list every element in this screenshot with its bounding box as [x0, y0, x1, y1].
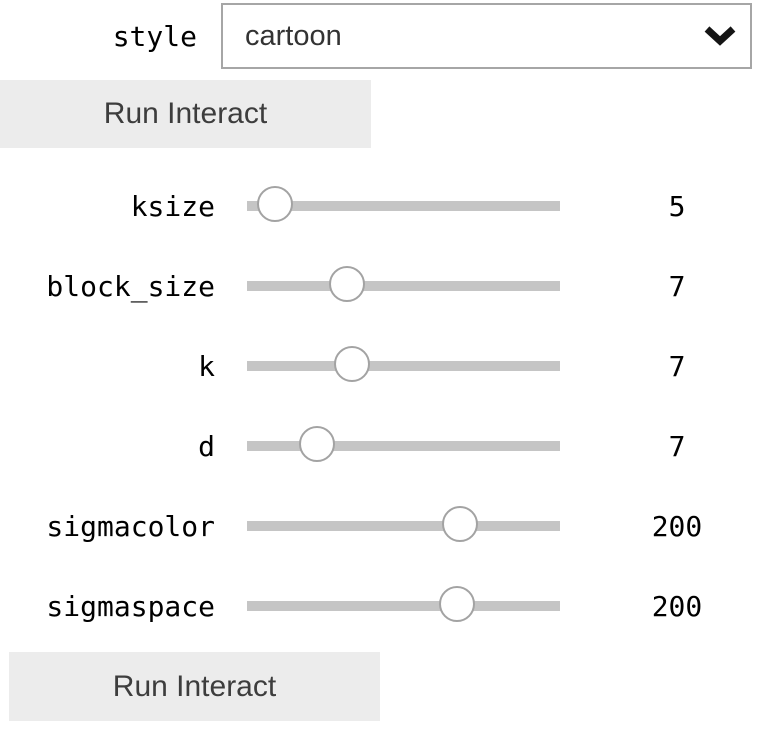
chevron-down-icon — [702, 25, 738, 47]
slider-label: k — [198, 349, 215, 383]
slider-track[interactable] — [247, 281, 560, 291]
slider-row-sigmacolor: sigmacolor 200 — [0, 486, 768, 566]
slider-handle[interactable] — [299, 426, 336, 462]
slider-value: 7 — [668, 269, 686, 303]
slider-k — [247, 346, 560, 386]
slider-handle[interactable] — [441, 506, 478, 542]
slider-block-size — [247, 266, 560, 306]
slider-row-ksize: ksize 5 — [0, 166, 768, 246]
slider-d — [247, 426, 560, 466]
slider-track[interactable] — [247, 601, 560, 611]
slider-handle[interactable] — [333, 346, 370, 382]
slider-value: 7 — [668, 429, 686, 463]
slider-track[interactable] — [247, 201, 560, 211]
slider-handle[interactable] — [438, 586, 475, 622]
slider-track[interactable] — [247, 361, 560, 371]
style-select-value: cartoon — [245, 19, 342, 52]
style-row: style cartoon — [0, 0, 768, 72]
slider-label: sigmacolor — [46, 509, 215, 543]
style-label: style — [112, 19, 197, 53]
slider-value: 200 — [651, 589, 703, 623]
slider-sigmaspace — [247, 586, 560, 626]
slider-row-k: k 7 — [0, 326, 768, 406]
slider-row-block-size: block_size 7 — [0, 246, 768, 326]
slider-value: 7 — [668, 349, 686, 383]
run-interact-button-top[interactable]: Run Interact — [0, 80, 371, 148]
slider-label: block_size — [46, 269, 215, 303]
slider-label: sigmaspace — [46, 589, 215, 623]
slider-value: 200 — [651, 509, 703, 543]
slider-row-d: d 7 — [0, 406, 768, 486]
run-interact-button-bottom[interactable]: Run Interact — [9, 652, 380, 721]
slider-label: ksize — [130, 189, 215, 223]
slider-ksize — [247, 186, 560, 226]
slider-sigmacolor — [247, 506, 560, 546]
slider-track[interactable] — [247, 441, 560, 451]
slider-handle[interactable] — [257, 186, 294, 222]
interact-group-sliders: ksize 5 block_size 7 k 7 d — [0, 166, 768, 721]
slider-track[interactable] — [247, 521, 560, 531]
slider-handle[interactable] — [329, 266, 366, 302]
interact-group-style: style cartoon Run Interact — [0, 0, 768, 148]
style-select[interactable]: cartoon — [221, 3, 752, 69]
slider-row-sigmaspace: sigmaspace 200 — [0, 566, 768, 646]
slider-label: d — [198, 429, 215, 463]
slider-value: 5 — [668, 189, 686, 223]
